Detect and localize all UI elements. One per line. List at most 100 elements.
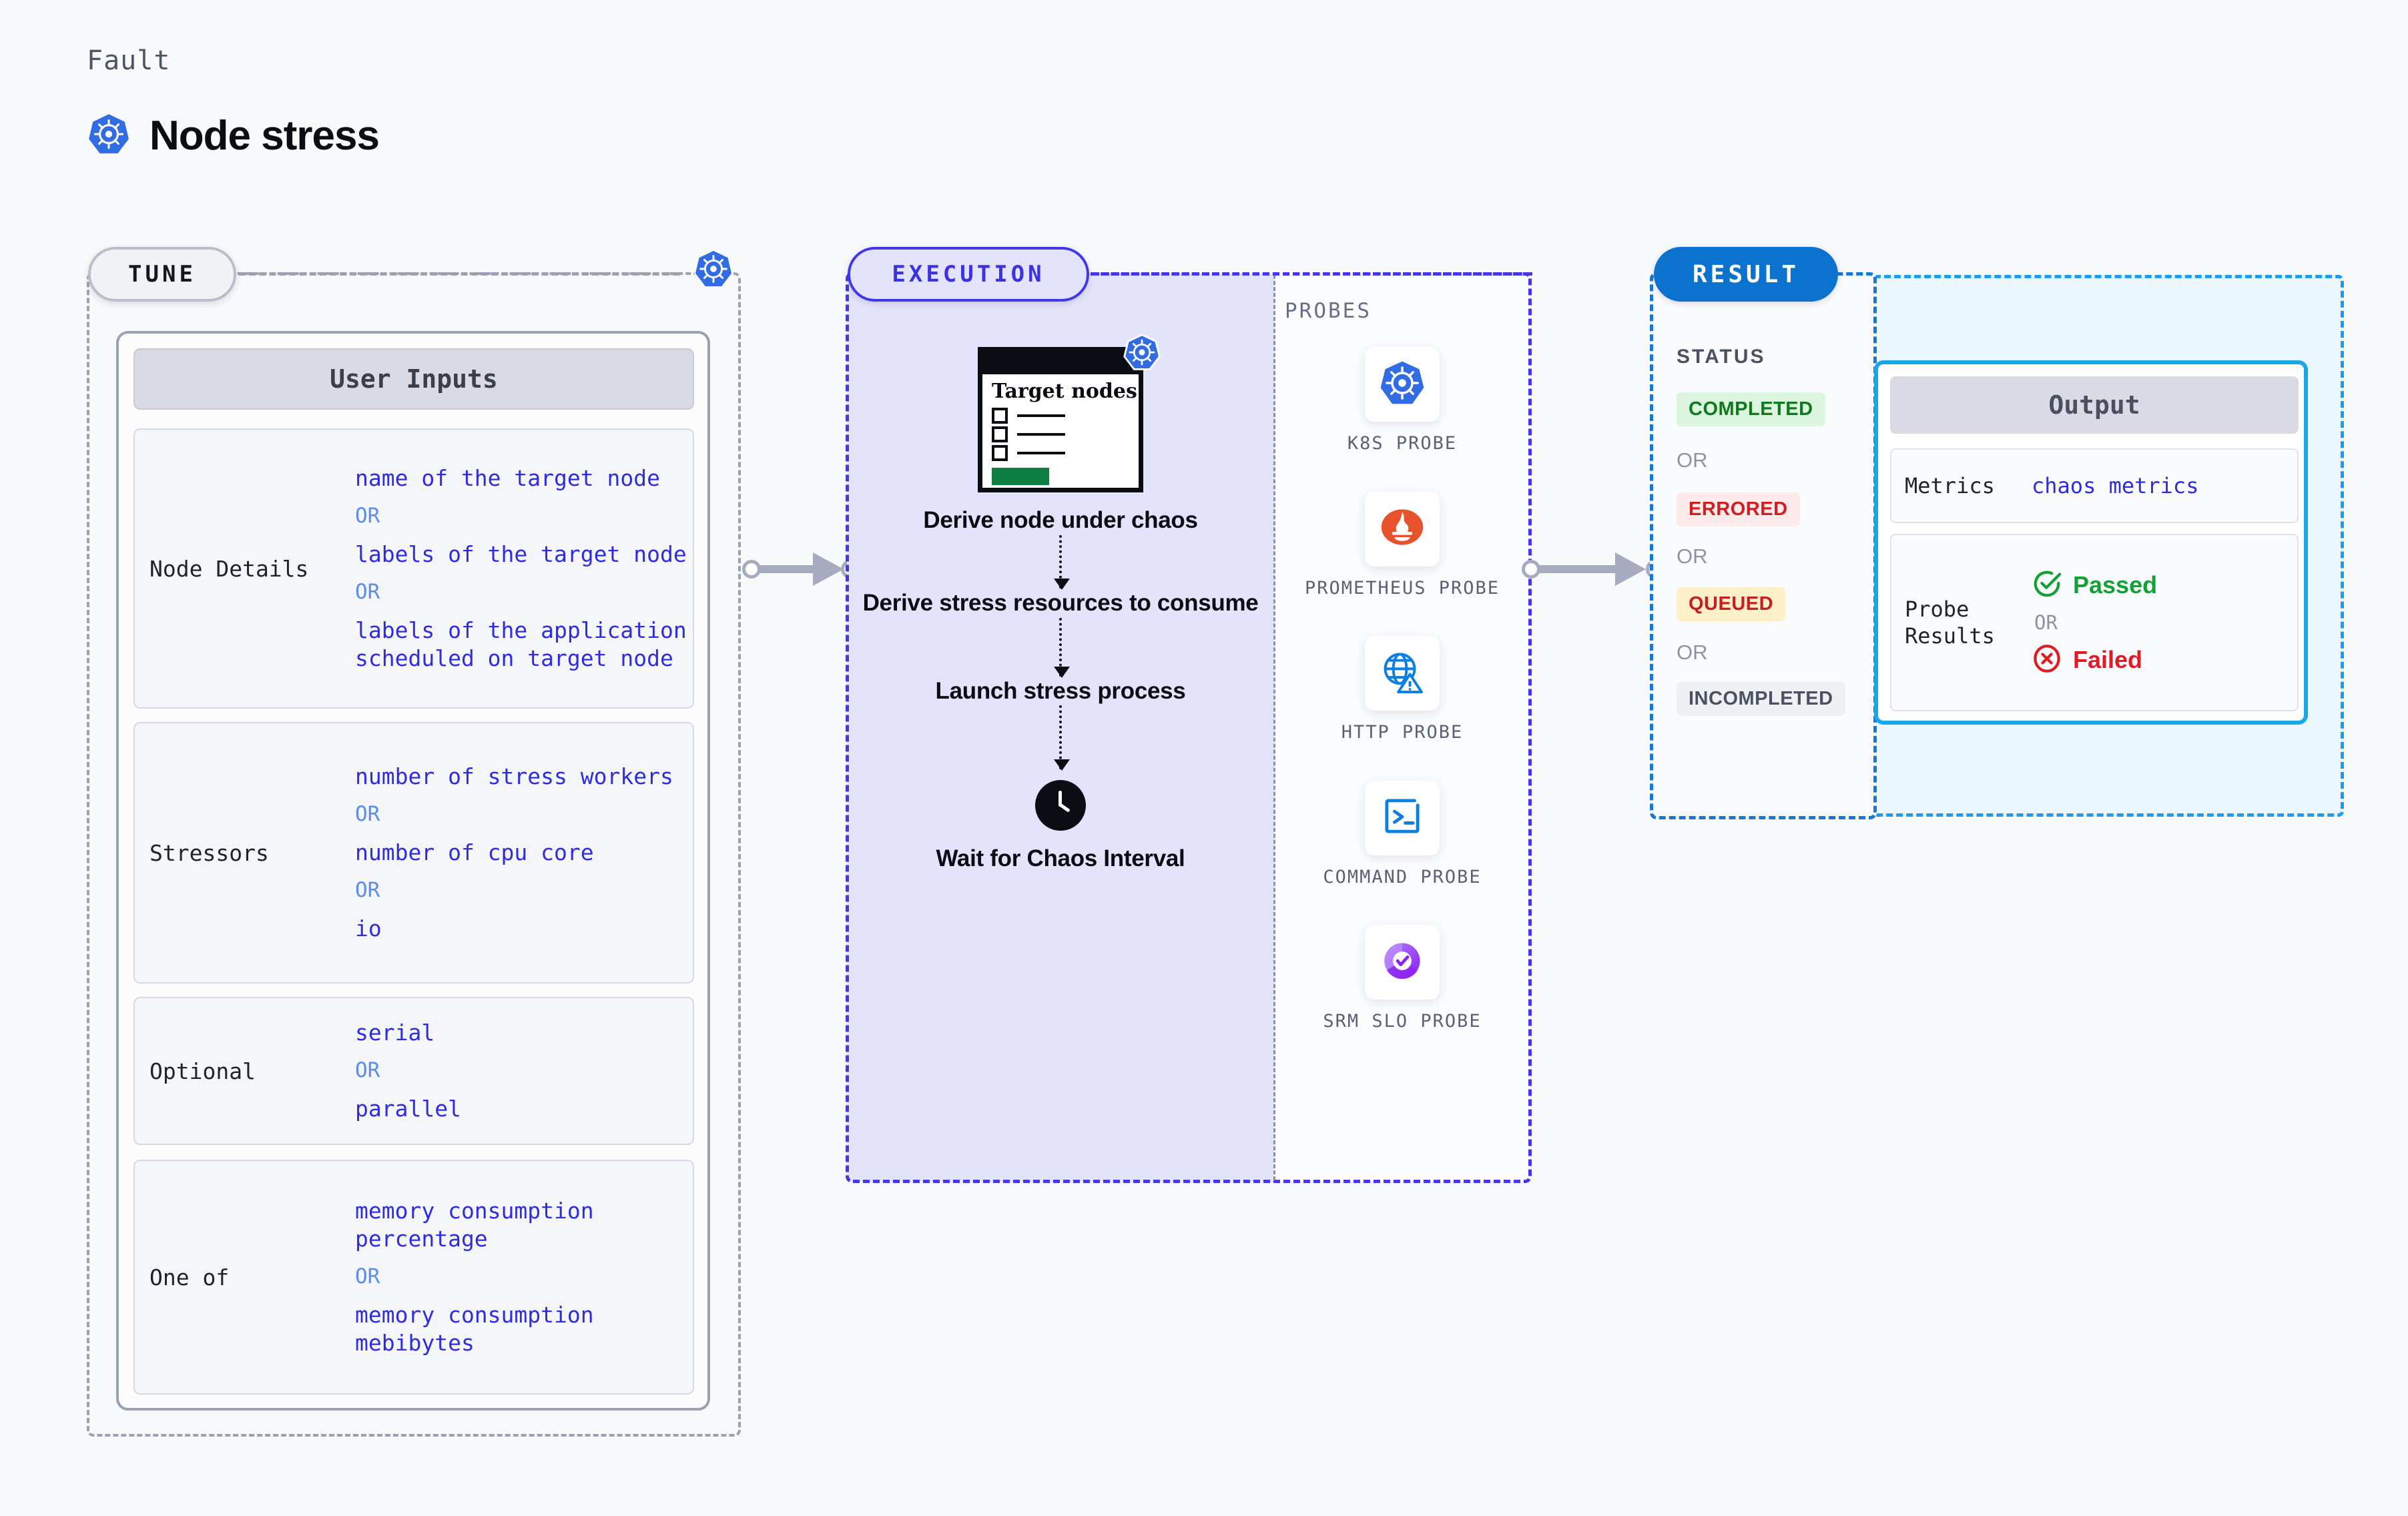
probe-label: SRM SLO PROBE [1323, 1011, 1482, 1032]
flow-arrow [1054, 617, 1070, 678]
value-text: labels of the target node [355, 540, 687, 567]
tune-connector-line [239, 272, 679, 276]
srm-slo-donut-check-icon [1378, 936, 1427, 989]
green-bar [992, 468, 1049, 486]
user-inputs-title: User Inputs [133, 348, 694, 410]
probe-http[interactable]: HTTP PROBE [1274, 636, 1530, 745]
value-text: parallel [355, 1095, 461, 1122]
value-text: serial [355, 1019, 435, 1046]
result-pill-label[interactable]: RESULT [1654, 247, 1838, 302]
probe-prometheus[interactable]: PROMETHEUS PROBE [1274, 491, 1530, 601]
status-badge-incompleted: INCOMPLETED [1677, 682, 1845, 716]
step-caption: Derive node under chaos [923, 507, 1198, 533]
probes-divider [1273, 275, 1275, 1180]
checkbox-row [982, 406, 1139, 425]
or-text: OR [355, 802, 380, 827]
group-values: name of the target node OR labels of the… [355, 458, 693, 679]
output-row-metrics: Metrics chaos metrics [1890, 448, 2299, 523]
checkbox-icon [992, 426, 1008, 443]
target-nodes-card: Target nodes [978, 334, 1161, 492]
output-title: Output [1890, 376, 2299, 434]
execution-connector-line [1091, 272, 1532, 276]
probe-results-values: Passed OR Failed [2032, 564, 2297, 681]
probes-title: PROBES [1285, 299, 1372, 323]
result-dashed-border [1650, 272, 1877, 819]
group-values: number of stress workers OR number of cp… [355, 757, 693, 949]
step-caption: Derive stress resources to consume [862, 589, 1259, 616]
x-circle-icon [2032, 643, 2062, 677]
input-group-stressors: Stressors number of stress workers OR nu… [133, 722, 694, 984]
page-title: Node stress [149, 113, 380, 159]
flow-arrow [1054, 705, 1070, 771]
status-label: STATUS [1677, 346, 1766, 368]
value-text: number of cpu core [355, 839, 594, 865]
or-text: OR [355, 504, 380, 528]
value-text: number of stress workers [355, 763, 673, 789]
group-label: Node Details [149, 555, 309, 582]
group-values: memory consumption percentage OR memory … [355, 1191, 693, 1364]
output-row-probe-results: Probe Results Passed OR [1890, 534, 2299, 711]
value-text: io [355, 915, 382, 941]
or-text: OR [1677, 641, 1708, 664]
value-text: memory consumption percentage [355, 1197, 594, 1252]
tune-pill-label[interactable]: TUNE [88, 247, 236, 302]
user-inputs-card: User Inputs Node Details name of the tar… [116, 331, 710, 1411]
probe-tile [1365, 347, 1440, 422]
target-nodes-title: Target nodes [992, 380, 1137, 403]
group-label: Optional [149, 1058, 256, 1084]
or-text: OR [1677, 544, 1708, 568]
flow-step-wait-interval: Wait for Chaos Interval [847, 780, 1274, 873]
terminal-icon [1378, 791, 1427, 844]
status-badge-completed: COMPLETED [1677, 392, 1825, 426]
kubernetes-icon [1123, 333, 1161, 375]
output-card: Output Metrics chaos metrics Probe Resul… [1874, 360, 2308, 725]
or-text: OR [355, 1058, 380, 1083]
execution-pill-label[interactable]: EXECUTION [848, 247, 1089, 302]
failed-text: Failed [2073, 646, 2143, 673]
kubernetes-icon [87, 112, 131, 159]
input-group-optional: Optional serial OR parallel [133, 997, 694, 1145]
checkbox-icon [992, 445, 1008, 462]
flow-step-derive-node: Target nodes [847, 334, 1274, 535]
probe-tile [1365, 636, 1440, 711]
value-text: name of the target node [355, 464, 660, 491]
group-label: Stressors [149, 839, 269, 866]
result-section [1650, 272, 1877, 819]
probe-label: HTTP PROBE [1341, 722, 1464, 743]
clock-icon [1035, 780, 1086, 831]
probe-command[interactable]: COMMAND PROBE [1274, 780, 1530, 889]
probes-fill [1274, 274, 1530, 1182]
line-placeholder [1017, 433, 1065, 436]
group-label: One of [149, 1264, 230, 1290]
metrics-value-wrap: chaos metrics [2032, 473, 2297, 498]
or-text: OR [1677, 448, 1708, 472]
prometheus-icon [1378, 502, 1427, 555]
step-caption: Wait for Chaos Interval [936, 845, 1185, 872]
passed-text: Passed [2073, 571, 2158, 599]
checkbox-row [982, 444, 1139, 462]
card-titlebar [982, 352, 1139, 374]
value-text: memory consumption mebibytes [355, 1301, 594, 1357]
value-text: labels of the application scheduled on t… [355, 617, 687, 671]
connector-tune-to-execution [742, 552, 862, 586]
or-text: OR [355, 580, 380, 604]
probe-tile [1365, 780, 1440, 855]
line-placeholder [1017, 452, 1065, 455]
flow-arrow [1054, 534, 1070, 590]
or-text: OR [355, 1264, 380, 1289]
checkbox-icon [992, 408, 1008, 424]
step-caption: Launch stress process [935, 677, 1186, 704]
probe-label: K8S PROBE [1347, 433, 1458, 454]
metrics-label: Metrics [1905, 473, 1995, 498]
http-globe-warning-icon [1378, 647, 1427, 700]
probe-srm-slo[interactable]: SRM SLO PROBE [1274, 925, 1530, 1034]
group-values: serial OR parallel [355, 1013, 693, 1129]
or-text: OR [355, 878, 380, 903]
probe-k8s[interactable]: K8S PROBE [1274, 347, 1530, 456]
probe-result-passed: Passed [2032, 564, 2297, 606]
execution-flow: Target nodes [847, 334, 1274, 873]
input-group-node-details: Node Details name of the target node OR … [133, 428, 694, 709]
fault-title-row: Node stress [87, 112, 380, 159]
probe-tile [1365, 925, 1440, 1000]
kubernetes-icon [693, 248, 734, 293]
